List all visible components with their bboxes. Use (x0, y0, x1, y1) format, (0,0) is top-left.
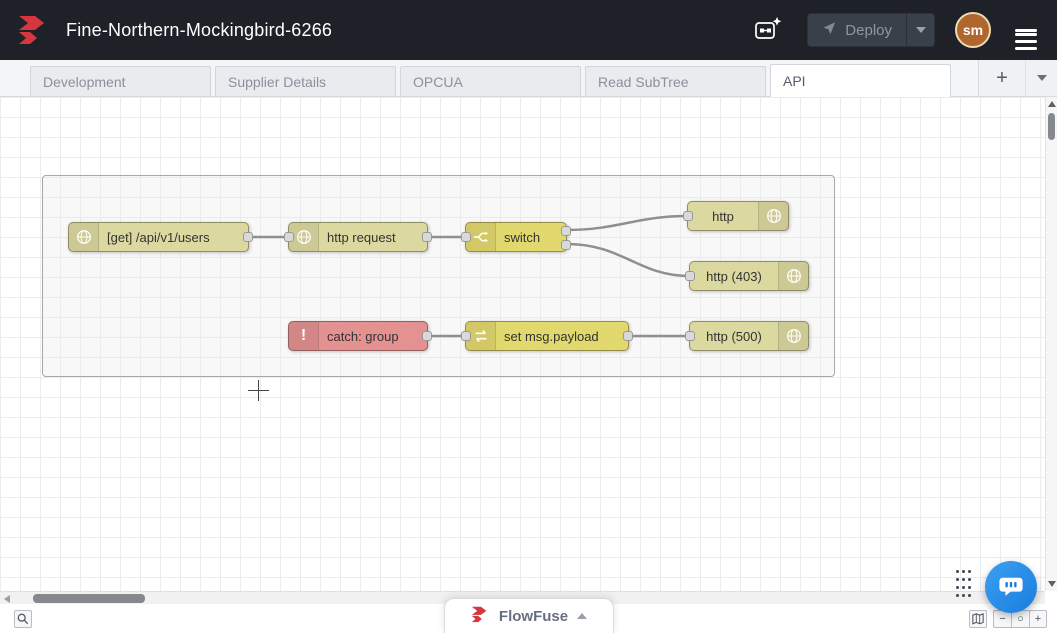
flowfuse-label: FlowFuse (498, 607, 569, 625)
horizontal-scrollbar[interactable] (0, 591, 1045, 604)
node-http-response-500[interactable]: http (500) (685, 321, 809, 351)
node-label: switch (504, 229, 541, 245)
globe-icon (778, 262, 808, 290)
node-label: http (500) (706, 328, 762, 344)
node-switch[interactable]: switch (461, 222, 571, 252)
tab-opcua[interactable]: OPCUA (400, 66, 581, 96)
cursor-crosshair (248, 380, 269, 401)
node-catch[interactable]: ! catch: group (288, 321, 432, 351)
tab-api[interactable]: API (770, 64, 951, 97)
input-port[interactable] (685, 331, 695, 341)
node-http-response[interactable]: http (683, 201, 789, 231)
node-label: http (403) (706, 268, 762, 284)
search-icon[interactable] (14, 610, 32, 628)
globe-icon (69, 223, 99, 251)
globe-icon (758, 202, 788, 230)
wire[interactable] (565, 242, 691, 278)
output-port-2[interactable] (561, 240, 571, 250)
wire[interactable] (565, 214, 689, 232)
alert-icon: ! (289, 322, 319, 350)
flowfuse-logo-icon (16, 12, 52, 48)
globe-icon (778, 322, 808, 350)
output-port[interactable] (243, 232, 253, 242)
scroll-down-icon[interactable] (1048, 581, 1056, 587)
navigator-icon[interactable] (969, 610, 987, 628)
switch-icon (466, 223, 496, 251)
chevron-up-icon (577, 613, 588, 619)
horizontal-scroll-thumb[interactable] (33, 594, 145, 603)
chat-widget-button[interactable] (985, 561, 1037, 613)
chat-bubble-icon (999, 577, 1023, 596)
globe-icon (289, 223, 319, 251)
flow-tabbar: Development Supplier Details OPCUA Read … (0, 60, 1057, 97)
avatar-initials: sm (962, 22, 984, 38)
scroll-up-icon[interactable] (1048, 101, 1056, 107)
input-port[interactable] (461, 232, 471, 242)
flowfuse-logo-icon (470, 604, 490, 629)
flow-canvas[interactable]: [get] /api/v1/users http request switch … (0, 97, 1057, 591)
node-http-in[interactable]: [get] /api/v1/users (68, 222, 253, 252)
scroll-left-icon[interactable] (4, 595, 10, 603)
add-flow-button[interactable]: + (979, 60, 1025, 96)
tab-supplier-details[interactable]: Supplier Details (215, 66, 396, 96)
tab-read-subtree[interactable]: Read SubTree (585, 66, 766, 96)
projects-icon[interactable] (749, 11, 787, 49)
page-title: Fine-Northern-Mockingbird-6266 (66, 19, 333, 40)
header: Fine-Northern-Mockingbird-6266 Deploy (0, 0, 1057, 60)
output-port[interactable] (623, 331, 633, 341)
vertical-scrollbar[interactable] (1045, 97, 1057, 591)
chevron-down-icon (915, 27, 926, 33)
node-label: [get] /api/v1/users (107, 229, 210, 245)
node-http-response-403[interactable]: http (403) (685, 261, 809, 291)
deploy-button[interactable]: Deploy (807, 13, 935, 47)
node-label: http request (327, 229, 396, 245)
drag-handle[interactable] (956, 570, 974, 602)
hamburger-menu-icon[interactable] (1011, 21, 1041, 50)
flowfuse-panel-toggle[interactable]: FlowFuse (443, 598, 614, 633)
zoom-in-button[interactable]: + (1029, 610, 1047, 628)
tab-development[interactable]: Development (30, 66, 211, 96)
change-icon (466, 322, 496, 350)
deploy-label: Deploy (845, 21, 892, 39)
tab-list-menu-button[interactable] (1025, 60, 1057, 96)
input-port[interactable] (284, 232, 294, 242)
node-label: http (712, 208, 734, 224)
avatar[interactable]: sm (955, 12, 991, 48)
deploy-options-button[interactable] (906, 14, 934, 46)
output-port-1[interactable] (561, 226, 571, 236)
output-port[interactable] (422, 232, 432, 242)
chevron-down-icon (1036, 75, 1047, 81)
input-port[interactable] (461, 331, 471, 341)
node-label: catch: group (327, 328, 399, 344)
node-http-request[interactable]: http request (284, 222, 432, 252)
output-port[interactable] (422, 331, 432, 341)
rocket-icon (822, 21, 837, 40)
vertical-scroll-thumb[interactable] (1048, 113, 1055, 140)
node-change[interactable]: set msg.payload (461, 321, 633, 351)
input-port[interactable] (683, 211, 693, 221)
node-label: set msg.payload (504, 328, 599, 344)
input-port[interactable] (685, 271, 695, 281)
